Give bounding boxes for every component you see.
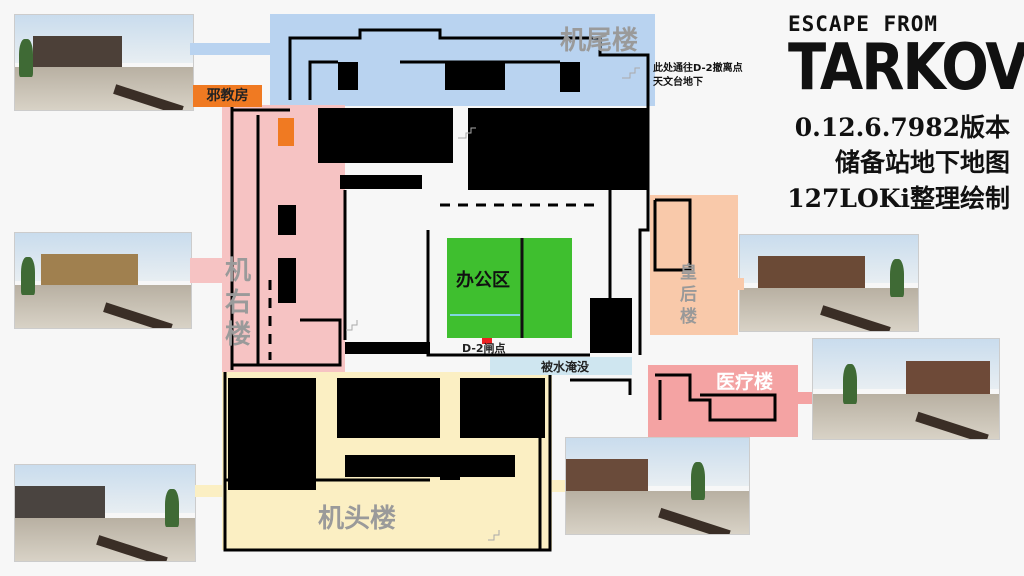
- zone-right-wing-connector: [190, 258, 222, 283]
- zone-office: [447, 238, 572, 338]
- d2-gate-marker: [482, 338, 492, 344]
- photo-tail-building: [14, 14, 194, 111]
- stairs-icon: [458, 127, 476, 139]
- zone-cult: [278, 118, 294, 146]
- zone-queen: [650, 195, 738, 335]
- solid-rooms: [228, 62, 648, 490]
- zone-tail: [270, 14, 655, 106]
- photo-medical-building: [812, 338, 1000, 440]
- zone-flooded: [490, 357, 632, 375]
- photo-underground-entrance: [14, 464, 196, 562]
- logo-line2: TARKOV: [788, 30, 1024, 105]
- zone-label-flooded: 被水淹没: [541, 360, 590, 374]
- stairs-icon: [622, 67, 640, 79]
- stairs-icon: [346, 320, 358, 331]
- zone-label-office: 办公区: [456, 270, 510, 291]
- logo-line1: ESCAPE FROM: [788, 12, 939, 36]
- zone-label-cult: 邪教房: [193, 85, 262, 107]
- d2-passage-note: 此处通往D-2撤离点 天文台地下: [653, 62, 743, 90]
- zone-tail-connector: [190, 43, 270, 55]
- tarkov-logo: ESCAPE FROM TARKOV: [788, 12, 1024, 100]
- zone-label-right-wing: 机右楼: [225, 256, 252, 350]
- zone-label-tail: 机尾楼: [560, 26, 639, 56]
- author-text: 127LOKi整理绘制: [787, 184, 1010, 213]
- dashed-walls: [268, 203, 600, 360]
- version-text: 0.12.6.7982版本: [794, 113, 1010, 142]
- zone-medical-connector: [798, 392, 812, 404]
- photo-head-building: [565, 437, 750, 535]
- zone-head-connector-right: [552, 480, 565, 492]
- d2-gate-label: D-2闸点: [462, 342, 506, 355]
- d2-passage-line2: 天文台地下: [653, 77, 703, 88]
- map-name-text: 储备站地下地图: [834, 148, 1010, 177]
- zone-label-medical: 医疗楼: [716, 371, 774, 393]
- walls: [223, 28, 777, 552]
- zone-label-queen: 皇后楼: [680, 263, 697, 327]
- zone-label-head: 机头楼: [318, 504, 397, 534]
- photo-queen-building: [739, 234, 919, 332]
- d2-passage-line1: 此处通往D-2撤离点: [653, 63, 743, 74]
- zone-head-connector: [195, 485, 222, 497]
- zone-queen-connector: [738, 278, 744, 290]
- stairs-icon: [488, 530, 500, 541]
- zone-medical: [648, 365, 798, 437]
